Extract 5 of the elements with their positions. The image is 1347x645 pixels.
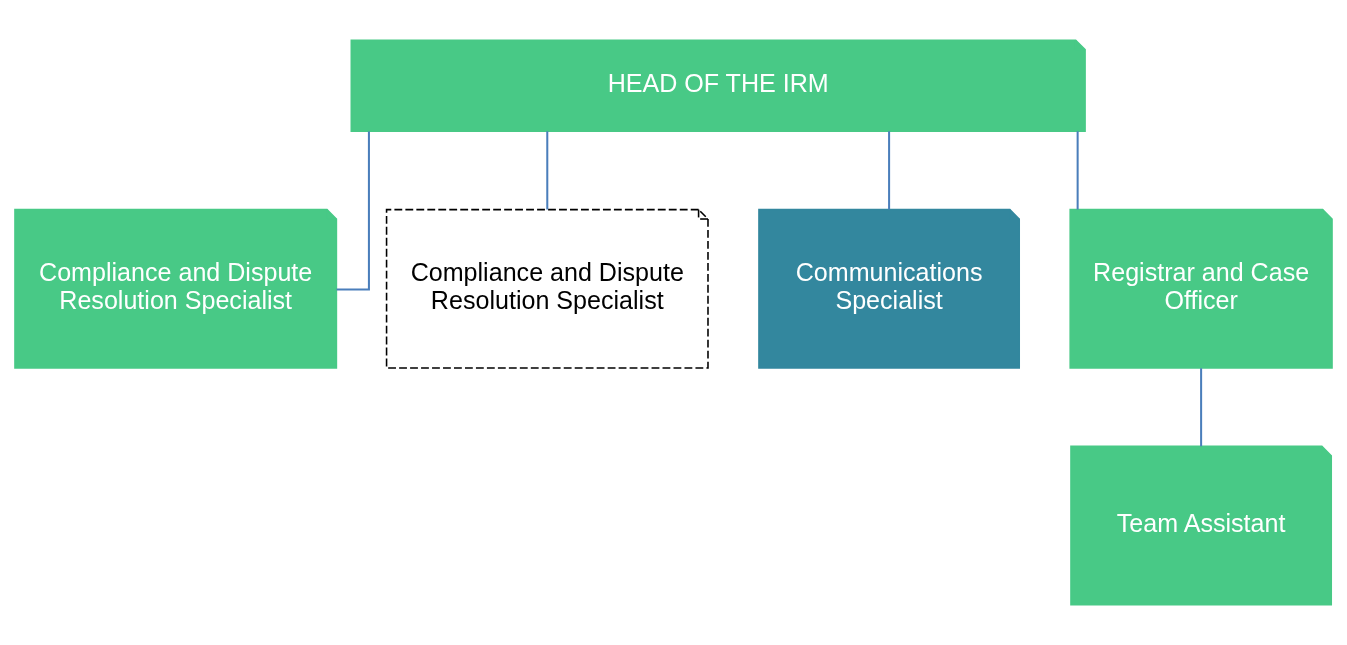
connector (1200, 368, 1203, 447)
connector (336, 131, 370, 291)
connector (888, 131, 891, 210)
connector (1076, 131, 1079, 210)
connector (546, 131, 549, 210)
